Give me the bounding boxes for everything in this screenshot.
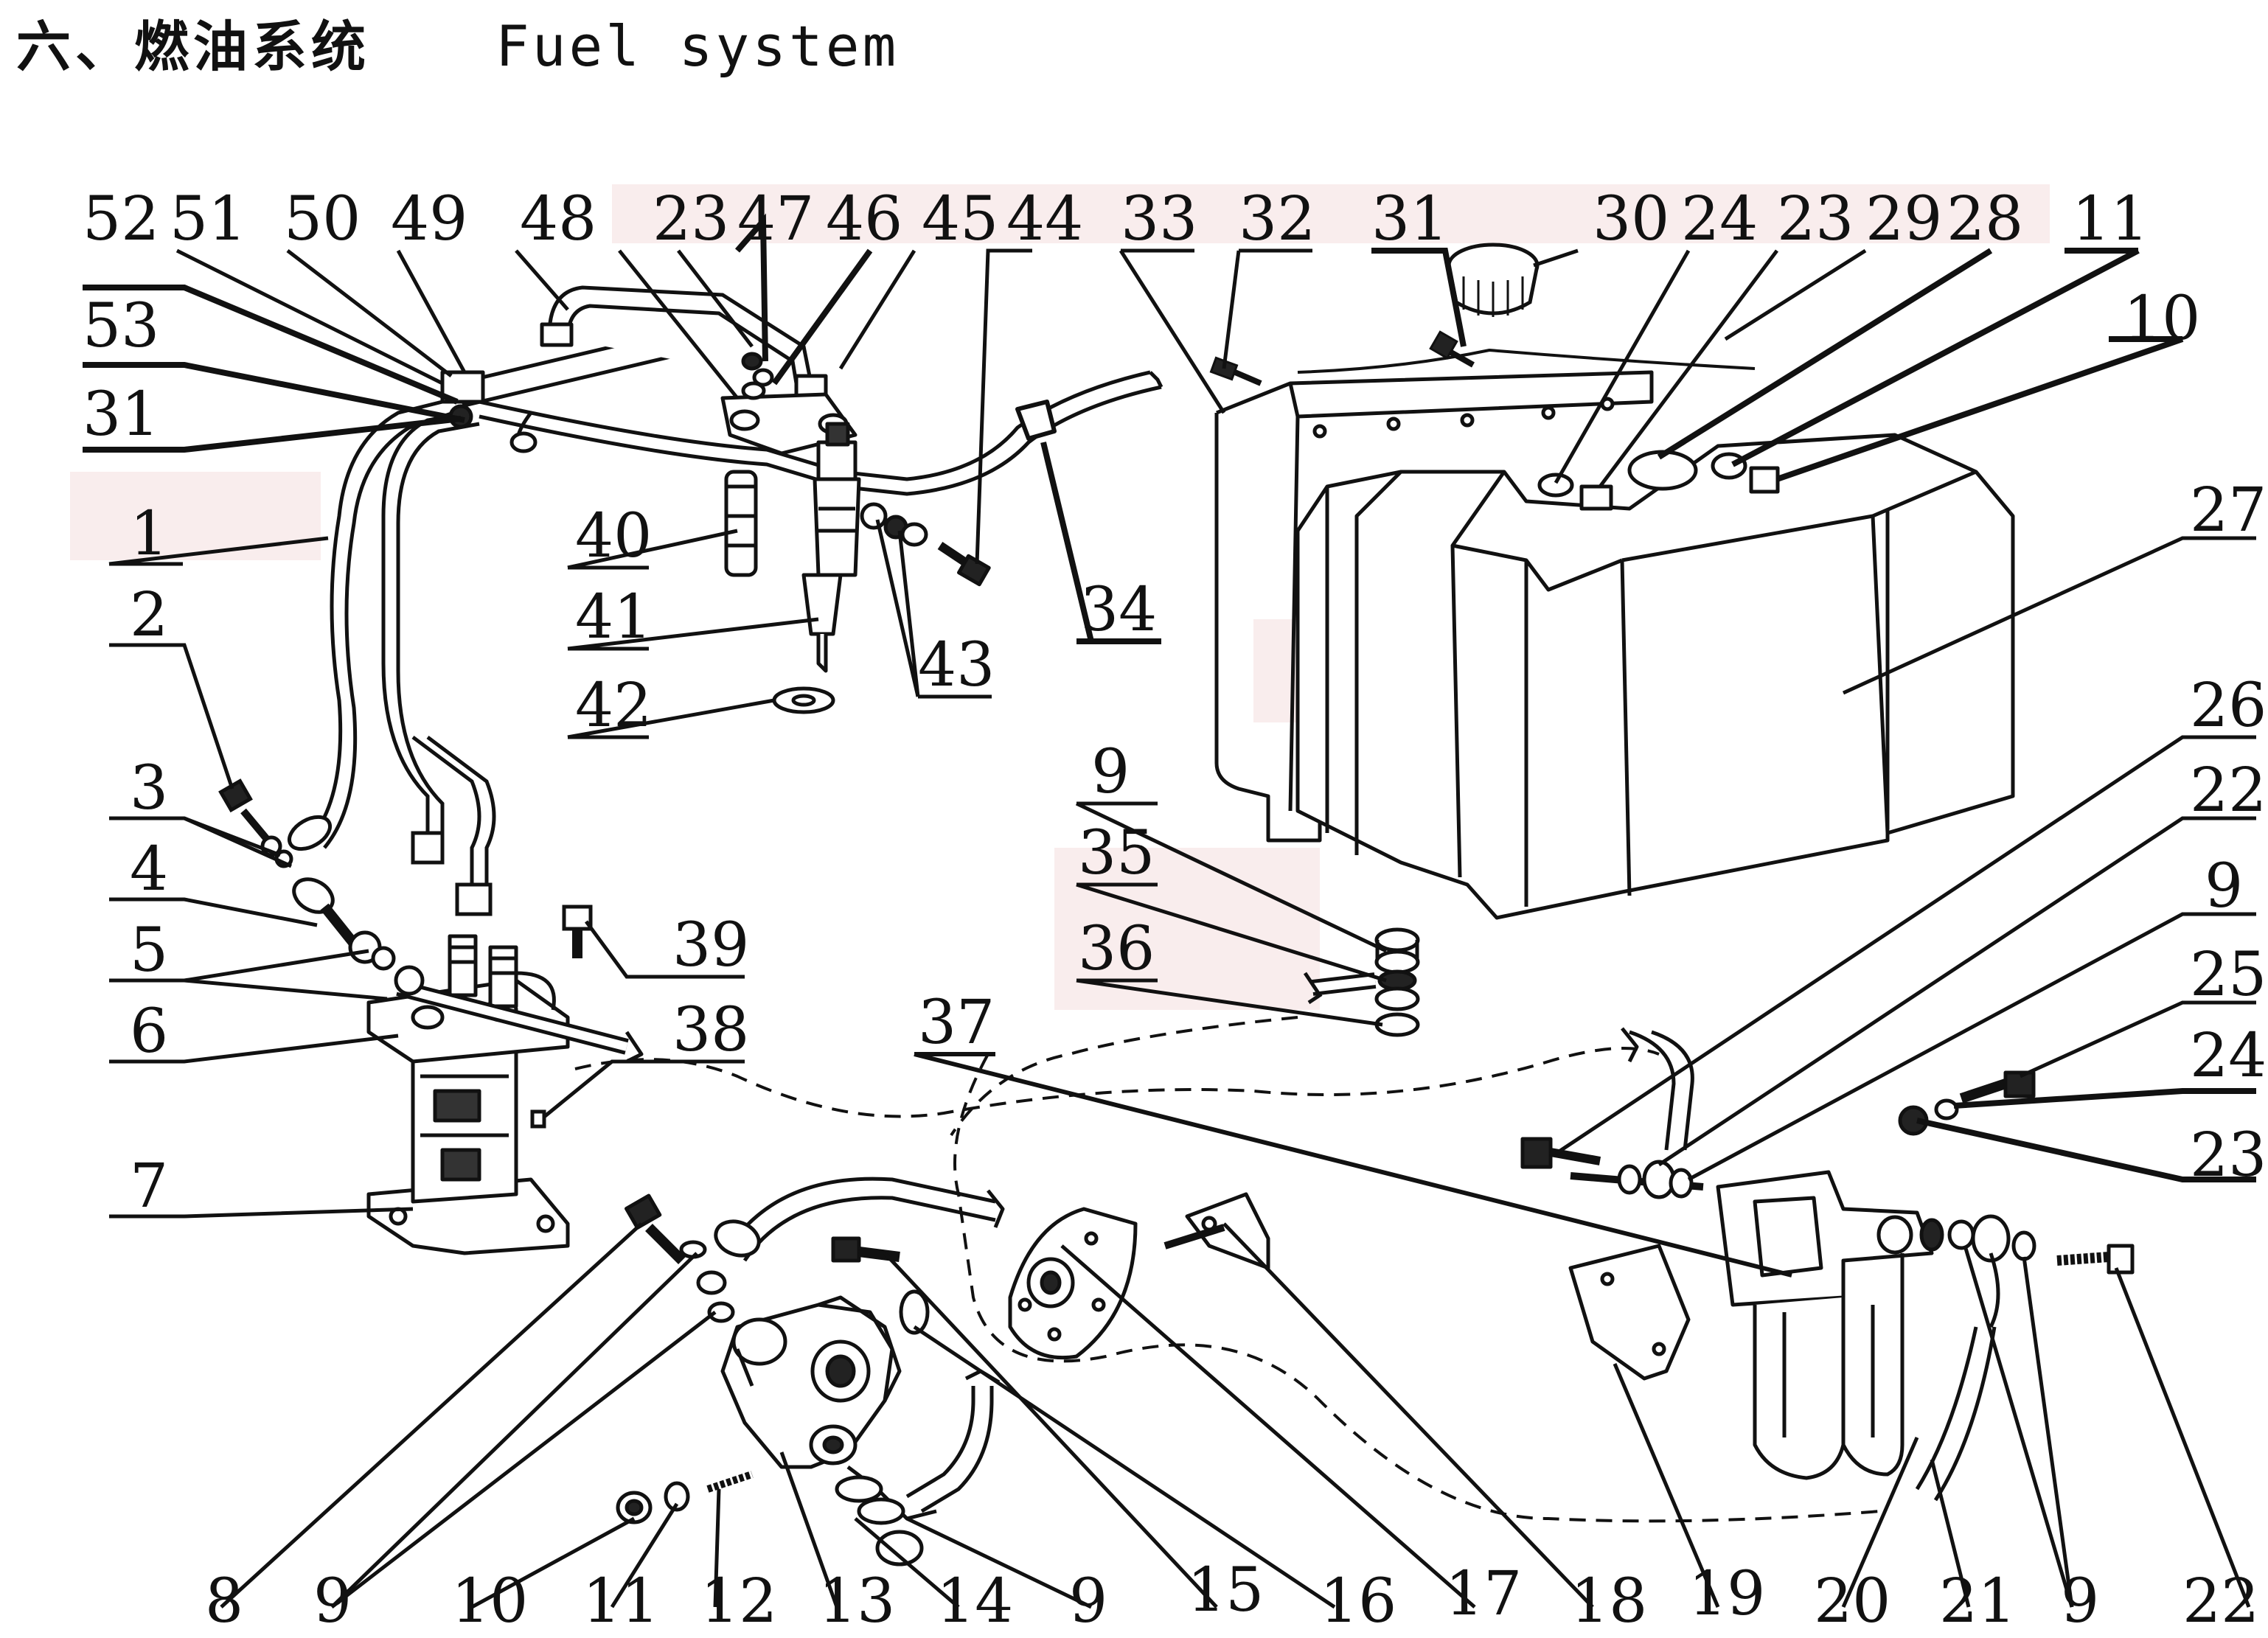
callout-underlines bbox=[83, 248, 2256, 1219]
callout-5: 5 bbox=[130, 916, 168, 986]
title-chinese: 六、燃油系统 bbox=[16, 15, 370, 79]
callout-33: 33 bbox=[1121, 184, 1197, 254]
callout-9-d: 9 bbox=[2205, 851, 2243, 921]
callout-43: 43 bbox=[918, 630, 995, 700]
callout-41: 41 bbox=[575, 582, 652, 652]
callout-8: 8 bbox=[205, 1566, 243, 1637]
callout-9-e: 9 bbox=[1091, 737, 1130, 807]
callout-30: 30 bbox=[1593, 184, 1669, 254]
callout-16: 16 bbox=[1320, 1566, 1396, 1637]
callout-39: 39 bbox=[672, 910, 749, 980]
callout-24-b: 24 bbox=[1681, 184, 1758, 254]
callout-51: 51 bbox=[170, 184, 246, 254]
callout-13: 13 bbox=[818, 1566, 895, 1637]
callout-3: 3 bbox=[130, 753, 168, 823]
callout-11-a: 11 bbox=[582, 1566, 659, 1637]
fuel-pipes-1 bbox=[288, 396, 496, 916]
callout-23-b: 23 bbox=[1777, 184, 1854, 254]
callout-27: 27 bbox=[2190, 475, 2267, 546]
callout-22-b: 22 bbox=[2190, 756, 2267, 826]
callout-9-b: 9 bbox=[1069, 1566, 1107, 1637]
callout-53: 53 bbox=[83, 291, 159, 361]
fuel-tank-27 bbox=[1214, 349, 2015, 920]
callout-29: 29 bbox=[1865, 184, 1942, 254]
callout-6: 6 bbox=[130, 997, 168, 1067]
callout-21: 21 bbox=[1939, 1566, 2016, 1637]
callout-19: 19 bbox=[1688, 1559, 1765, 1629]
callout-34: 34 bbox=[1080, 575, 1157, 645]
filler-cap-30 bbox=[1447, 243, 1540, 317]
callout-47: 47 bbox=[737, 184, 814, 254]
callout-12: 12 bbox=[700, 1566, 777, 1637]
callout-35: 35 bbox=[1078, 818, 1155, 888]
callout-50: 50 bbox=[284, 184, 361, 254]
callout-14: 14 bbox=[936, 1566, 1013, 1637]
callout-23-a: 23 bbox=[2190, 1121, 2267, 1191]
callout-48: 48 bbox=[520, 184, 596, 254]
banjo-fitting-35-36 bbox=[1303, 927, 1420, 1037]
callout-18: 18 bbox=[1570, 1566, 1647, 1637]
callout-32: 32 bbox=[1239, 184, 1315, 254]
callout-26: 26 bbox=[2190, 671, 2267, 741]
callout-44: 44 bbox=[1006, 184, 1083, 254]
callout-1: 1 bbox=[130, 499, 168, 569]
callout-24-a: 24 bbox=[2190, 1021, 2267, 1091]
callout-7: 7 bbox=[130, 1151, 168, 1221]
callout-17: 17 bbox=[1445, 1559, 1522, 1629]
transfer-pump-assembly bbox=[616, 1177, 1270, 1566]
injector-rail-assembly bbox=[440, 285, 1163, 714]
callout-25: 25 bbox=[2190, 940, 2267, 1010]
callout-36: 36 bbox=[1078, 914, 1155, 984]
bolts-38-39 bbox=[530, 905, 593, 1129]
callout-37: 37 bbox=[918, 988, 995, 1058]
callout-52: 52 bbox=[83, 184, 159, 254]
callout-10-b: 10 bbox=[2123, 284, 2200, 354]
callout-45: 45 bbox=[922, 184, 998, 254]
injection-pump-assembly bbox=[366, 934, 644, 1255]
callout-9-c: 9 bbox=[2061, 1566, 2099, 1637]
callout-38: 38 bbox=[672, 995, 749, 1065]
dashed-fuel-lines bbox=[574, 1016, 1881, 1523]
callout-49: 49 bbox=[391, 184, 467, 254]
title-english: Fuel system bbox=[495, 13, 900, 79]
callout-28: 28 bbox=[1947, 184, 2023, 254]
callout-31-b: 31 bbox=[83, 380, 159, 450]
callout-46: 46 bbox=[826, 184, 902, 254]
banjo-fittings-2-5 bbox=[218, 778, 425, 996]
callout-10-a: 10 bbox=[451, 1566, 528, 1637]
page-title: 六、燃油系统 Fuel system bbox=[16, 3, 899, 79]
callout-15: 15 bbox=[1187, 1555, 1264, 1625]
callout-22-a: 22 bbox=[2182, 1566, 2259, 1637]
callout-4: 4 bbox=[130, 834, 168, 905]
callout-9-a: 9 bbox=[313, 1566, 352, 1637]
callout-labels: 1 2 3 4 5 6 7 8 9 10 11 12 13 14 9 15 16… bbox=[83, 184, 2267, 1637]
callout-31-a: 31 bbox=[1371, 184, 1448, 254]
callout-42: 42 bbox=[575, 671, 652, 741]
callout-40: 40 bbox=[575, 501, 652, 571]
tank-bolts bbox=[1209, 330, 1475, 386]
callout-2: 2 bbox=[130, 580, 168, 650]
callout-23-c: 23 bbox=[653, 184, 729, 254]
callout-20: 20 bbox=[1814, 1566, 1890, 1637]
callout-11-b: 11 bbox=[2072, 184, 2149, 254]
